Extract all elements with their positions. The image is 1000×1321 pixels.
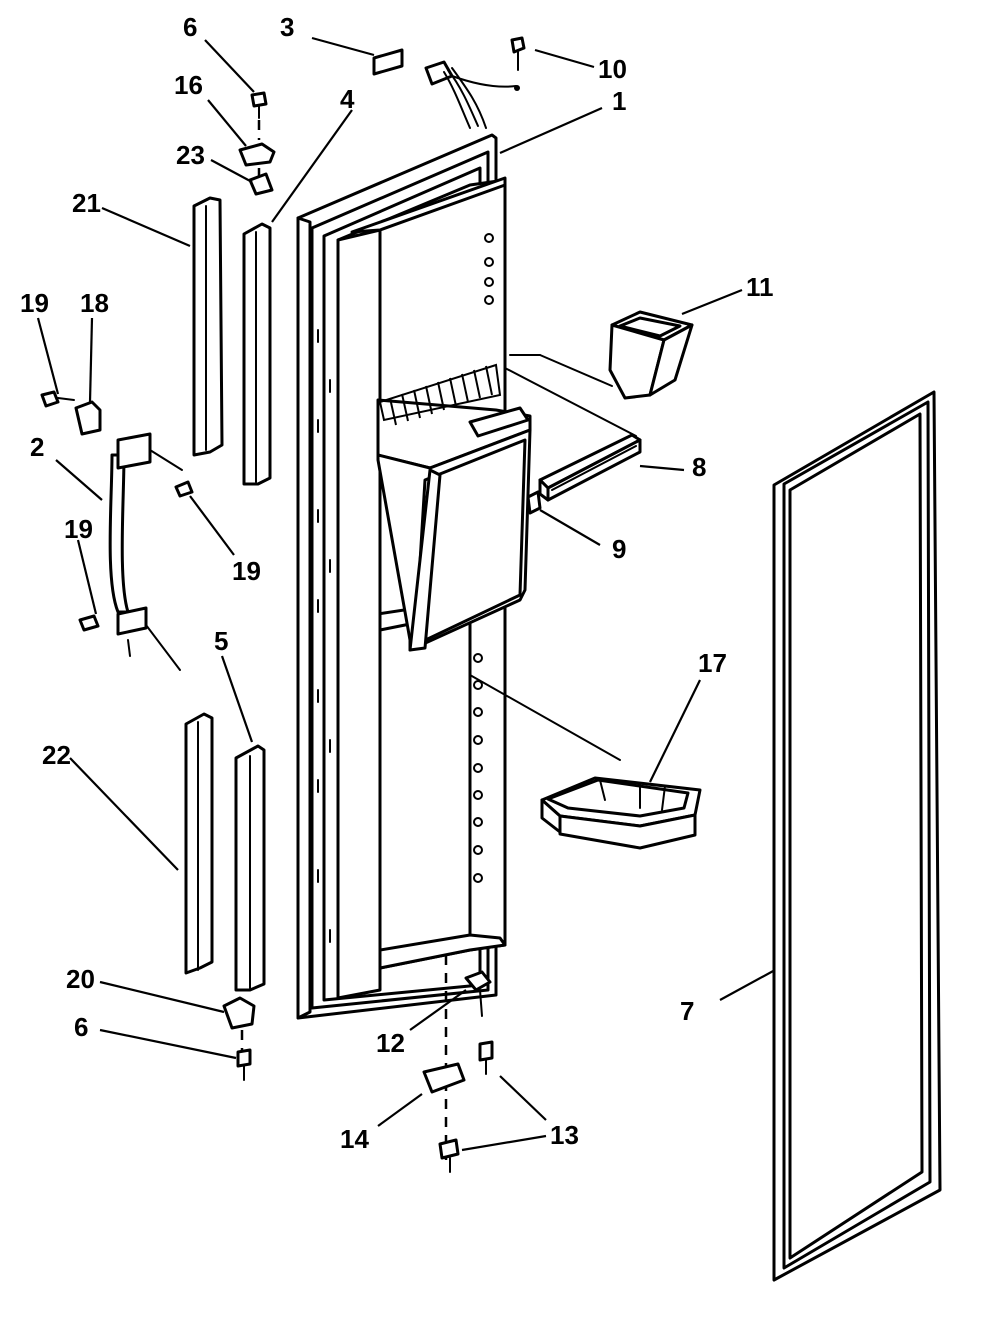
callout-12: 12 — [376, 1028, 405, 1058]
callout-18: 18 — [80, 288, 109, 318]
bottom-hardware — [422, 955, 494, 1173]
trim-strip-part-21 — [192, 196, 224, 457]
callout-10: 10 — [598, 54, 627, 84]
callout-3: 3 — [280, 12, 294, 42]
label-part-3 — [372, 48, 404, 76]
callout-2: 2 — [30, 432, 44, 462]
callout-17: 17 — [698, 648, 727, 678]
hinge-hardware-top — [238, 91, 276, 196]
hinge-hardware-bottom — [222, 996, 256, 1081]
callout-19c: 19 — [64, 514, 93, 544]
callout-1: 1 — [612, 86, 626, 116]
leader-lines — [36, 36, 776, 1152]
gasket-part-7 — [772, 390, 942, 1282]
callout-21: 21 — [72, 188, 101, 218]
bracket-part-18 — [74, 400, 102, 436]
handle-part-2 — [108, 432, 183, 671]
callout-6a: 6 — [183, 12, 197, 42]
callout-14: 14 — [340, 1124, 369, 1154]
callout-8: 8 — [692, 452, 706, 482]
clip-part-9 — [526, 490, 542, 515]
callout-16: 16 — [174, 70, 203, 100]
rail-part-8 — [504, 367, 642, 502]
drip-tray-part-17 — [469, 674, 702, 850]
callout-22: 22 — [42, 740, 71, 770]
trim-strip-part-22 — [184, 712, 214, 975]
callout-9: 9 — [612, 534, 626, 564]
callout-4: 4 — [340, 84, 355, 114]
callout-labels: 1 2 3 4 5 6 6 7 8 9 10 11 12 13 14 16 17… — [20, 12, 774, 1154]
callout-7: 7 — [680, 996, 694, 1026]
trim-strip-part-4 — [242, 222, 272, 486]
wire-harness-part-10 — [424, 36, 526, 129]
callout-5: 5 — [214, 626, 228, 656]
callout-19b: 19 — [232, 556, 261, 586]
callout-19a: 19 — [20, 288, 49, 318]
screws-part-19 — [40, 390, 194, 632]
callout-13: 13 — [550, 1120, 579, 1150]
ice-chute-part-11 — [509, 310, 694, 400]
callout-23: 23 — [176, 140, 205, 170]
callout-11: 11 — [746, 272, 774, 302]
callout-6b: 6 — [74, 1012, 88, 1042]
callout-20: 20 — [66, 964, 95, 994]
trim-strip-part-5 — [234, 744, 266, 992]
door-panel-part-1 — [296, 133, 532, 1020]
